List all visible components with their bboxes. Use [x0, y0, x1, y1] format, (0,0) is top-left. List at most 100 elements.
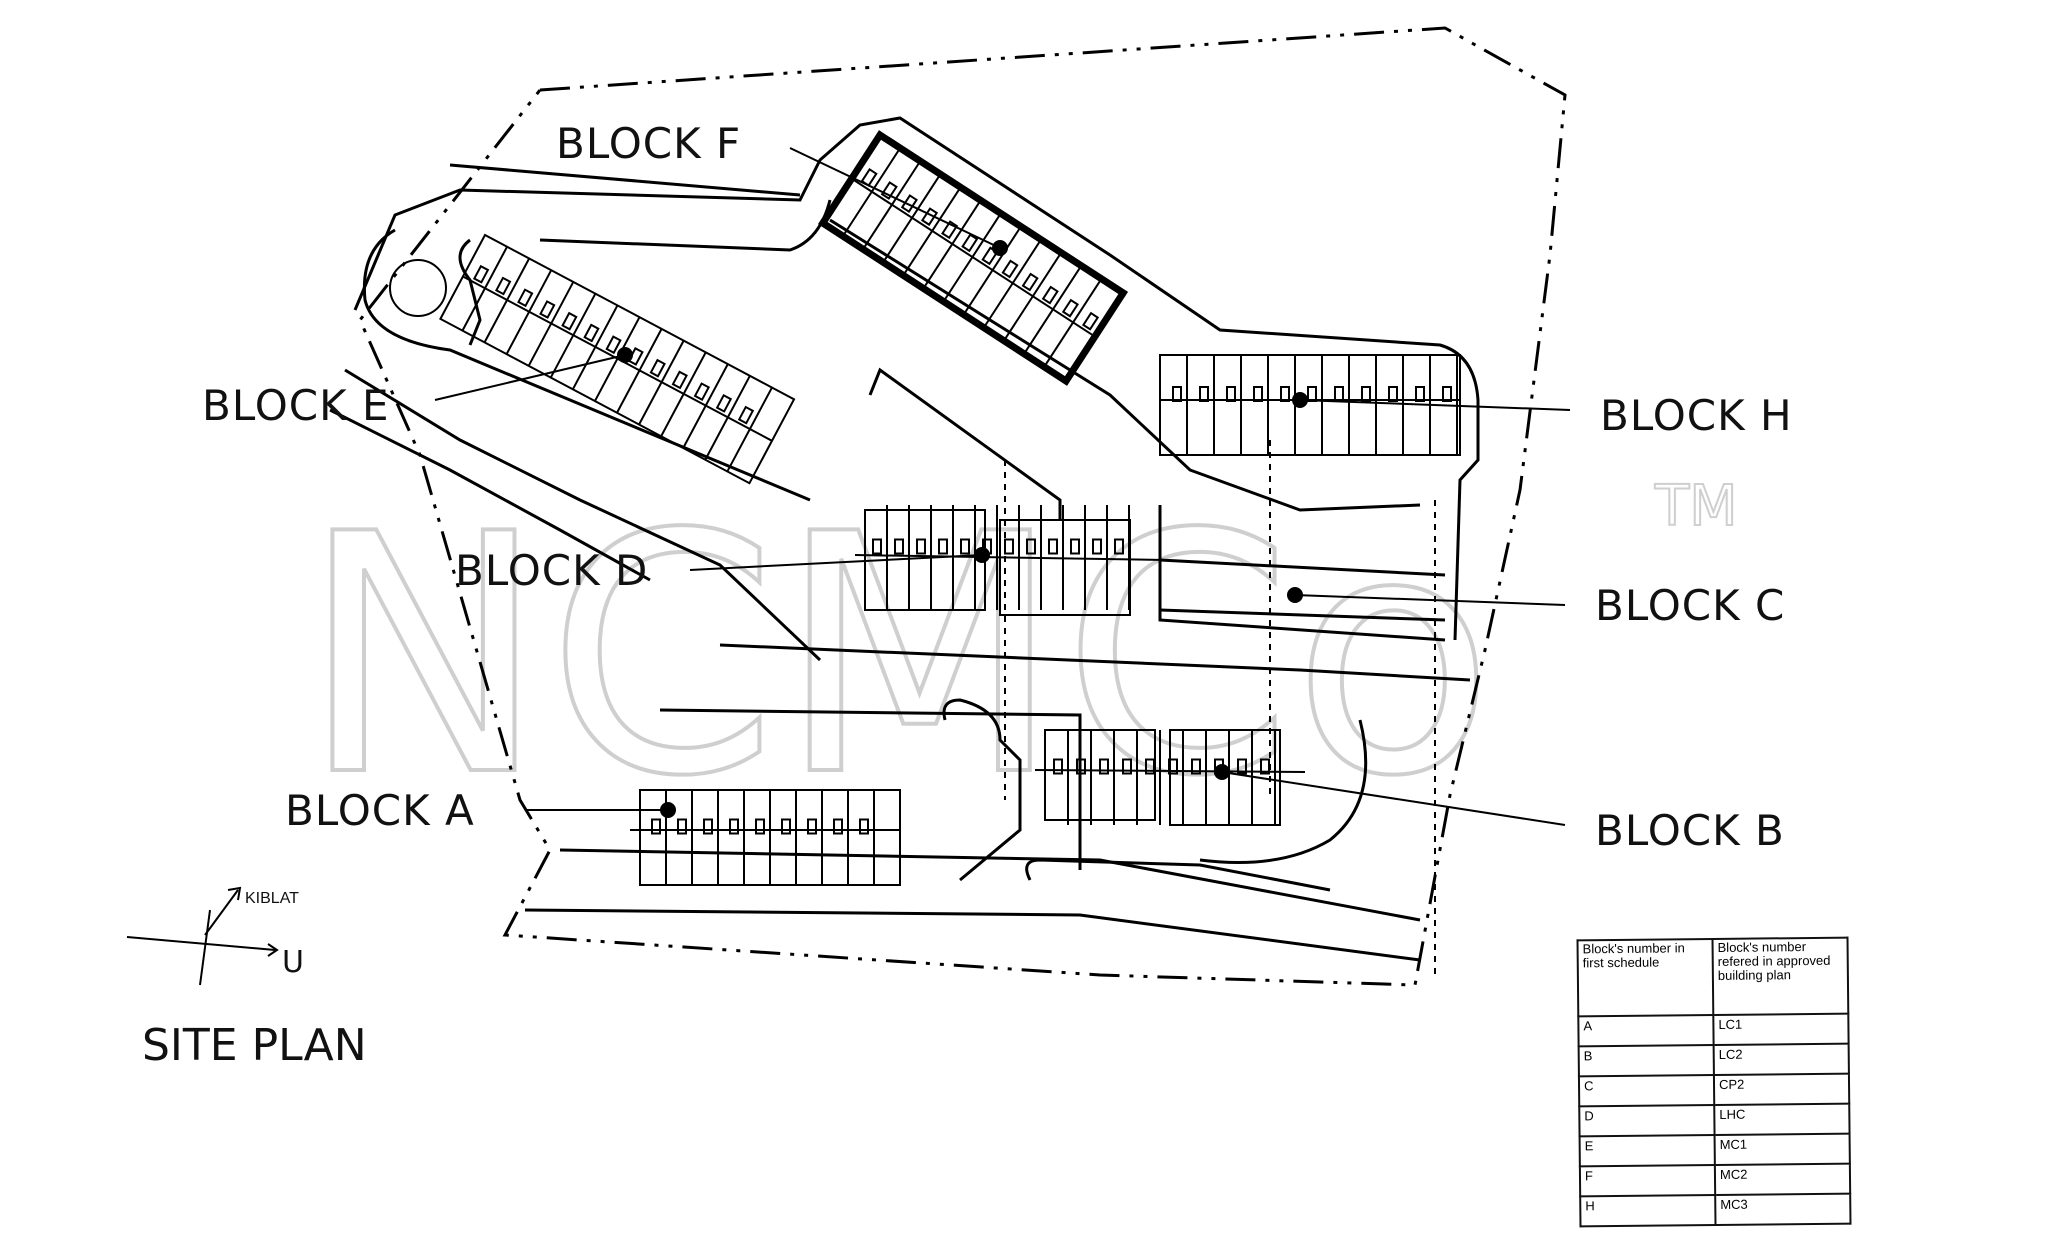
block-c-marker	[1287, 587, 1303, 603]
unit-stair	[1442, 386, 1452, 402]
unit-stair	[1076, 758, 1086, 775]
north-arrow	[126, 886, 279, 986]
unit-partition	[942, 212, 1002, 303]
leader-lines	[434, 147, 1571, 826]
north-label: U	[282, 945, 305, 980]
block-schedule-table: Block's number in first schedule Block's…	[1576, 937, 1851, 1228]
site-boundary	[358, 26, 1567, 987]
unit-stair	[649, 358, 666, 378]
unit-stair	[807, 818, 817, 835]
unit-partition	[638, 340, 685, 425]
table-cell: CP2	[1713, 1073, 1850, 1105]
table-cell: LC1	[1713, 1013, 1849, 1046]
block-d-building	[854, 505, 1166, 616]
block-c-label: BLOCK C	[1595, 581, 1785, 630]
block-f-marker	[992, 240, 1008, 256]
unit-stair	[1191, 758, 1201, 775]
block-b-marker	[1214, 764, 1230, 780]
unit-stair	[1070, 538, 1080, 555]
unit-stair	[961, 233, 979, 253]
unit-stair	[1004, 538, 1014, 555]
unit-stair	[1226, 386, 1236, 402]
unit-partition	[726, 387, 773, 472]
unit-stair	[671, 370, 688, 390]
unit-partition	[842, 147, 901, 237]
table-cell: MC1	[1714, 1133, 1850, 1165]
block-f-label: BLOCK F	[556, 119, 741, 168]
unit-stair	[517, 288, 534, 308]
unit-stair	[859, 818, 869, 835]
unit-partition	[922, 199, 982, 289]
block-b-label: BLOCK B	[1595, 806, 1785, 855]
unit-partition	[704, 375, 751, 461]
unit-stair	[1114, 538, 1124, 555]
unit-partition	[1043, 278, 1103, 368]
unit-partition	[1023, 265, 1083, 355]
unit-stair	[920, 207, 939, 227]
unit-stair	[941, 220, 959, 240]
unit-stair	[1026, 538, 1036, 555]
unit-partition	[862, 160, 922, 250]
unit-partition	[660, 351, 707, 437]
unit-stair	[1041, 285, 1059, 305]
unit-stair	[1199, 386, 1209, 402]
unit-stair	[872, 538, 882, 555]
unit-partition	[962, 225, 1022, 316]
unit-stair	[1001, 259, 1019, 279]
unit-stair	[1168, 758, 1178, 775]
unit-stair	[938, 538, 948, 555]
unit-stair	[960, 538, 970, 555]
watermark-text: NCMCo	[300, 464, 1494, 848]
unit-stair	[1361, 386, 1371, 402]
unit-stair	[755, 818, 765, 835]
unit-stair	[737, 405, 755, 425]
block-h-building	[1159, 354, 1461, 456]
unit-stair	[1253, 386, 1263, 402]
unit-stair	[495, 276, 512, 296]
unit-partition	[1003, 252, 1062, 342]
table-cell: E	[1579, 1134, 1715, 1167]
block-d-label: BLOCK D	[455, 546, 648, 595]
table-header: Block's number refered in approved build…	[1712, 937, 1849, 1016]
block-h-marker	[1292, 392, 1308, 408]
table-header-row: Block's number in first schedule Block's…	[1577, 937, 1849, 1017]
table-cell: F	[1579, 1164, 1716, 1197]
unit-partition	[571, 304, 619, 390]
table-cell: A	[1578, 1015, 1714, 1047]
unit-partition	[1063, 291, 1123, 381]
unit-stair	[677, 818, 687, 835]
block-a-label: BLOCK A	[285, 786, 475, 835]
unit-stair	[1415, 386, 1425, 402]
unit-partition	[594, 316, 641, 402]
block-a-marker	[660, 802, 676, 818]
unit-stair	[1280, 386, 1290, 402]
table-cell: MC2	[1714, 1163, 1851, 1195]
unit-stair	[693, 382, 711, 402]
unit-stair	[781, 818, 791, 835]
unit-partition	[882, 173, 942, 263]
unit-stair	[651, 818, 661, 835]
table-cell: MC3	[1715, 1193, 1851, 1225]
unit-partition	[982, 239, 1042, 329]
block-a-building	[630, 789, 901, 886]
unit-stair	[1334, 386, 1344, 402]
unit-partition	[549, 293, 597, 379]
unit-partition	[461, 246, 508, 332]
table-cell: C	[1578, 1075, 1715, 1107]
unit-stair	[1048, 538, 1058, 555]
unit-stair	[1145, 758, 1155, 775]
block-d-marker	[974, 547, 990, 563]
kiblat-label: KIBLAT	[245, 890, 299, 907]
unit-stair	[1122, 758, 1132, 775]
unit-stair	[472, 264, 490, 284]
table-cell: LC2	[1713, 1043, 1849, 1076]
unit-stair	[894, 538, 904, 555]
table-cell: B	[1578, 1045, 1714, 1077]
unit-stair	[561, 311, 578, 331]
